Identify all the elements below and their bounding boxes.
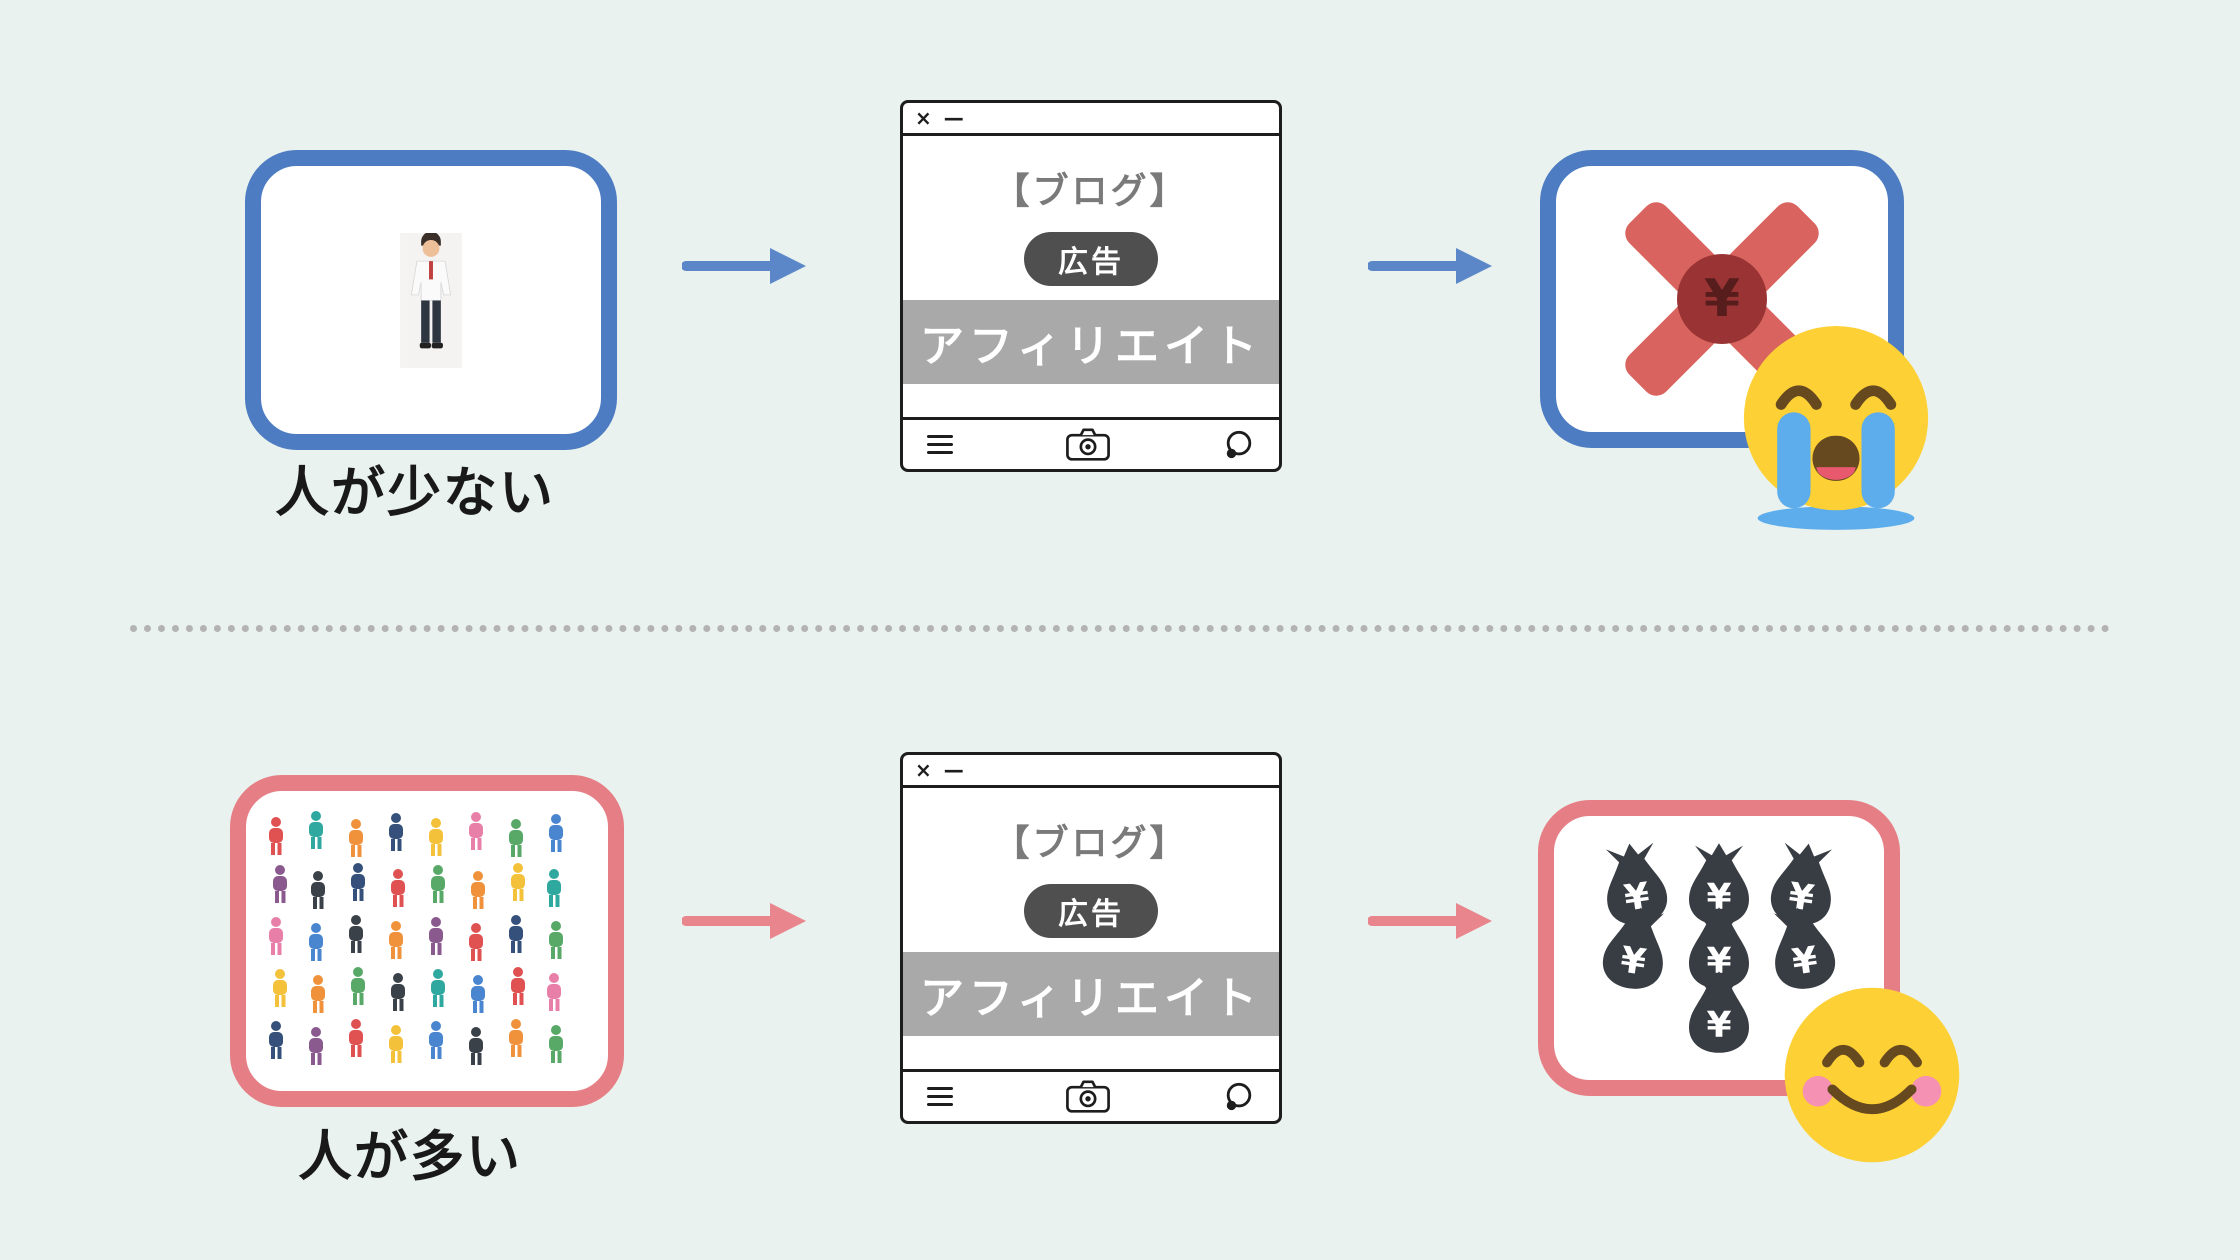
arrow-right-icon [1368,903,1492,939]
ad-badge: 広告 [1024,232,1158,286]
no-money-box: ¥ [1540,150,1904,448]
affiliate-banner: アフィリエイト [903,300,1279,384]
window-titlebar: × — [903,755,1279,788]
smiling-face-emoji [1784,987,1960,1163]
money-bags: ¥ ¥ ¥ ¥ ¥ ¥ ¥ [1564,826,1874,1070]
yen-symbol: ¥ [1706,1005,1731,1046]
blog-window-bottom: × — 【ブログ】 広告 アフィリエイト [900,752,1282,1124]
single-person-image [261,166,601,434]
crying-face-emoji [1743,326,1929,530]
window-titlebar: × — [903,103,1279,136]
yen-symbol: ¥ [1618,940,1649,984]
arrow-right-icon [1368,248,1492,284]
yen-coin-icon: ¥ [1677,254,1767,344]
yen-symbol: ¥ [1703,269,1741,329]
camera-icon [1066,1079,1110,1113]
businessman-figure [400,232,462,368]
blog-window-top: × — 【ブログ】 広告 アフィリエイト [900,100,1282,472]
speech-bubble-icon [1226,430,1252,458]
ad-badge: 広告 [1024,884,1158,938]
few-people-label: 人が少ない [275,461,555,524]
window-toolbar [903,1069,1279,1121]
money-bag-icon: ¥ [1599,903,1671,993]
yen-symbol: ¥ [1790,940,1821,984]
speech-bubble-icon [1226,1082,1252,1110]
crowd-image [246,791,608,1091]
few-people-box [245,150,617,450]
crowd-figure [262,811,592,1071]
many-people-box [230,775,624,1107]
menu-icon [927,430,953,459]
window-minimize-icon: — [943,106,964,130]
affiliate-banner: アフィリエイト [903,952,1279,1036]
camera-icon [1066,427,1110,461]
many-people-label: 人が多い [298,1125,522,1188]
window-toolbar [903,417,1279,469]
blog-title: 【ブログ】 [993,171,1189,212]
dotted-divider [130,625,2110,632]
money-bag-icon: ¥ [1767,903,1839,993]
menu-icon [927,1082,953,1111]
window-close-icon: × [915,106,932,130]
window-minimize-icon: — [943,758,964,782]
arrow-right-icon [682,248,806,284]
arrow-right-icon [682,903,806,939]
blog-title: 【ブログ】 [993,823,1189,864]
money-bag-icon: ¥ [1689,971,1749,1053]
window-close-icon: × [915,758,932,782]
